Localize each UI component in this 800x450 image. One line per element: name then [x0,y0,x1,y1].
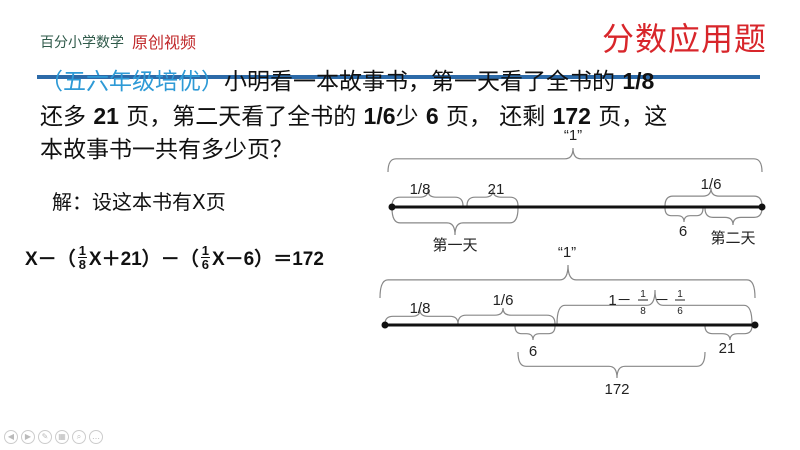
eq-part: X＋21）－（ [88,249,199,270]
question-line-3: 本故事书一共有多少页？ [40,137,293,163]
text: 还多 [40,104,86,130]
question-line-1: （五六年级培优）小明看一本故事书，第一天看了全书的 1/8 [40,62,654,96]
brace [391,207,519,236]
label-6: 6 [529,343,537,360]
next-icon[interactable]: ▶ [21,430,35,444]
header-divider [37,75,760,79]
denominator: 6 [201,257,209,272]
text: 页，这 [598,104,668,130]
denominator: 8 [640,306,646,317]
number: 21 [93,103,119,129]
slideshow-toolbar: ◀ ▶ ✎ ▦ ⌕ … [4,430,103,444]
brand-subtitle: 原创视频 [132,33,197,52]
number: 6 [425,103,439,129]
brand-name: 百分小学数学 [40,35,124,51]
whole-label: “1” [558,244,576,261]
brace [556,289,753,325]
text: 页， 还剩 [445,104,546,130]
prev-icon[interactable]: ◀ [4,430,18,444]
brace [379,264,756,299]
minus: － [654,292,669,309]
solution-setup: 解：设这本书有X页 [52,190,226,214]
eq-part: X－6）＝172 [211,249,324,270]
brace [384,309,459,325]
label-6: 6 [679,223,687,240]
denominator: 8 [78,257,86,272]
label-1-8: 1/8 [410,300,431,317]
brace [704,325,753,341]
brace [391,189,464,207]
eq-part: X－（ [25,249,76,270]
numerator: 1 [200,243,210,258]
brace [466,189,519,207]
endpoint [388,203,396,211]
label-21: 21 [719,340,736,357]
numerator: 1 [640,289,646,300]
slide-title: 分数应用题 [602,20,768,58]
whole-label: “1” [564,127,582,144]
brace [387,147,763,173]
brace [457,307,556,325]
label-172: 172 [604,381,629,398]
text: 少 [395,104,419,130]
zoom-icon[interactable]: ⌕ [72,430,86,444]
numerator: 1 [77,243,87,258]
brace [514,325,556,341]
fraction: 1/8 [622,68,655,94]
brace [704,207,763,226]
denominator: 6 [677,306,683,317]
text: 页，第二天看了全书的 [126,104,357,130]
endpoint [381,321,389,329]
label-day1: 第一天 [432,236,477,254]
endpoint [751,321,759,329]
text: 小明看一本故事书，第一天看了全书的 [224,69,615,95]
label-remainder: 1－ [608,292,631,309]
brace [664,207,704,223]
fraction: 1/6 [363,103,396,129]
label-1-6: 1/6 [493,292,514,309]
numerator: 1 [677,289,683,300]
more-icon[interactable]: … [89,430,103,444]
label-21: 21 [488,181,505,198]
pen-icon[interactable]: ✎ [38,430,52,444]
brace [517,351,706,379]
endpoint [758,203,766,211]
question-tag: （五六年级培优） [40,69,224,95]
label-1-6: 1/6 [701,176,722,193]
label-day2: 第二天 [710,229,755,247]
question-line-2: 还多 21 页，第二天看了全书的 1/6少 6 页， 还剩 172 页，这 [40,97,667,131]
label-1-8: 1/8 [410,181,431,198]
number: 172 [552,103,591,129]
brace [664,187,763,207]
slides-icon[interactable]: ▦ [55,430,69,444]
